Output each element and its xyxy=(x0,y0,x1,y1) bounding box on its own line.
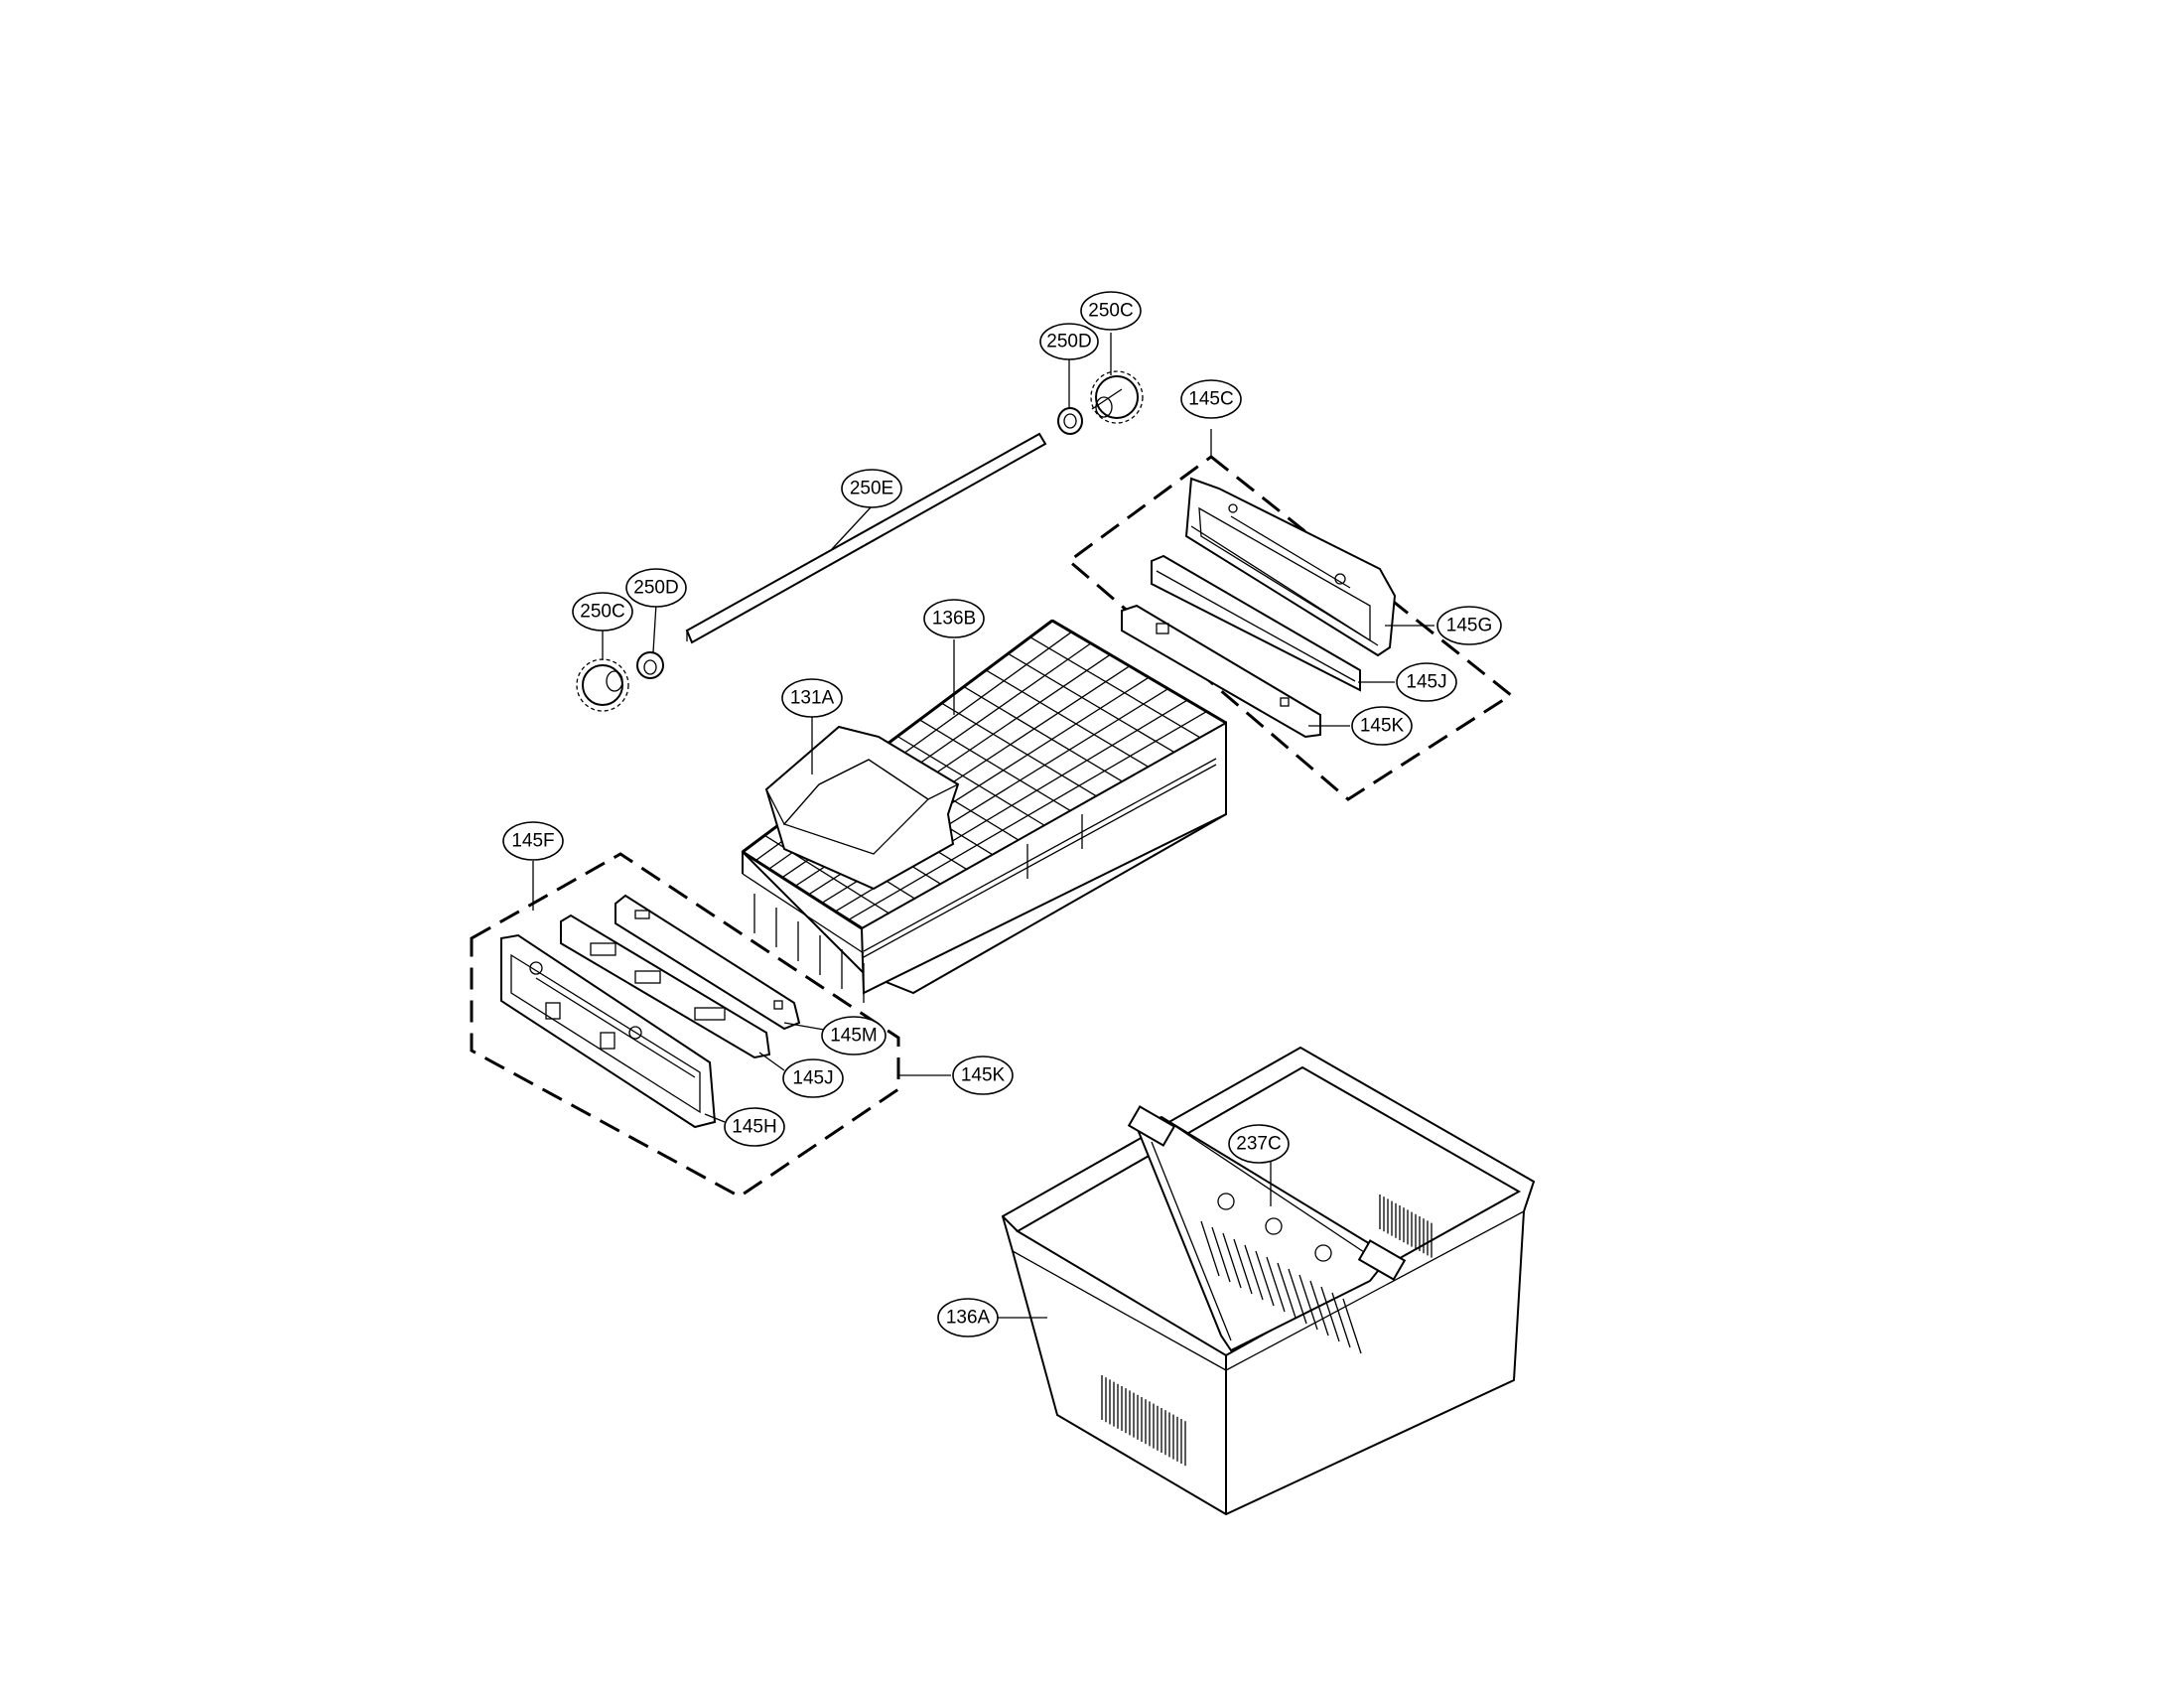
part-145h-panel xyxy=(500,933,717,1129)
callout-250d-top: 250D xyxy=(1039,323,1099,360)
svg-text:145K: 145K xyxy=(961,1065,1006,1086)
svg-text:145J: 145J xyxy=(792,1068,833,1089)
svg-text:131A: 131A xyxy=(790,688,835,709)
callout-145c: 145C xyxy=(1180,379,1242,419)
callout-237c: 237C xyxy=(1228,1124,1290,1164)
group-145f-outline xyxy=(470,852,900,1198)
callout-145k-left: 145K xyxy=(952,1055,1014,1095)
svg-text:250C: 250C xyxy=(580,602,624,623)
svg-text:145M: 145M xyxy=(830,1026,878,1047)
svg-text:145C: 145C xyxy=(1188,389,1233,410)
bushing-250d-left xyxy=(636,651,664,679)
svg-text:250E: 250E xyxy=(850,479,893,499)
callout-145m: 145M xyxy=(821,1016,887,1055)
callout-145f: 145F xyxy=(502,821,564,861)
svg-text:136B: 136B xyxy=(932,609,976,630)
part-145j-rail xyxy=(1151,554,1361,692)
svg-text:250C: 250C xyxy=(1088,301,1133,322)
svg-text:145H: 145H xyxy=(732,1117,776,1138)
callout-145j-right: 145J xyxy=(1396,662,1457,702)
callout-145h: 145H xyxy=(724,1107,785,1147)
svg-text:237C: 237C xyxy=(1236,1134,1281,1155)
callout-131a: 131A xyxy=(781,678,843,718)
part-145k-rail xyxy=(1121,604,1321,739)
gear-250c-left xyxy=(576,658,629,712)
part-145g-panel xyxy=(1184,477,1397,657)
callout-250c-left: 250C xyxy=(572,592,633,632)
callout-145g: 145G xyxy=(1436,606,1502,645)
callout-136a: 136A xyxy=(937,1298,999,1337)
gear-250c-top xyxy=(1090,370,1144,424)
svg-text:136A: 136A xyxy=(946,1308,991,1329)
divider-237c xyxy=(1127,1105,1407,1354)
group-145c-outline xyxy=(1066,455,1514,801)
svg-text:250D: 250D xyxy=(1046,332,1091,352)
bushing-250d-top xyxy=(1057,407,1083,435)
svg-text:145J: 145J xyxy=(1406,672,1446,693)
svg-text:145G: 145G xyxy=(1446,616,1492,636)
rod-250e xyxy=(685,432,1047,644)
svg-text:145F: 145F xyxy=(511,831,554,852)
part-145m-rail xyxy=(614,894,801,1031)
callout-145k-right: 145K xyxy=(1351,706,1413,746)
callout-145j-left: 145J xyxy=(782,1058,844,1098)
callout-250c-top: 250C xyxy=(1080,291,1142,331)
svg-text:145K: 145K xyxy=(1360,716,1405,737)
callout-250e: 250E xyxy=(841,469,902,508)
callout-136b: 136B xyxy=(923,599,985,638)
bin-131a xyxy=(764,725,960,891)
callout-250d-left: 250D xyxy=(625,568,687,608)
part-145j-rail-left xyxy=(560,914,771,1059)
svg-text:250D: 250D xyxy=(633,578,678,599)
